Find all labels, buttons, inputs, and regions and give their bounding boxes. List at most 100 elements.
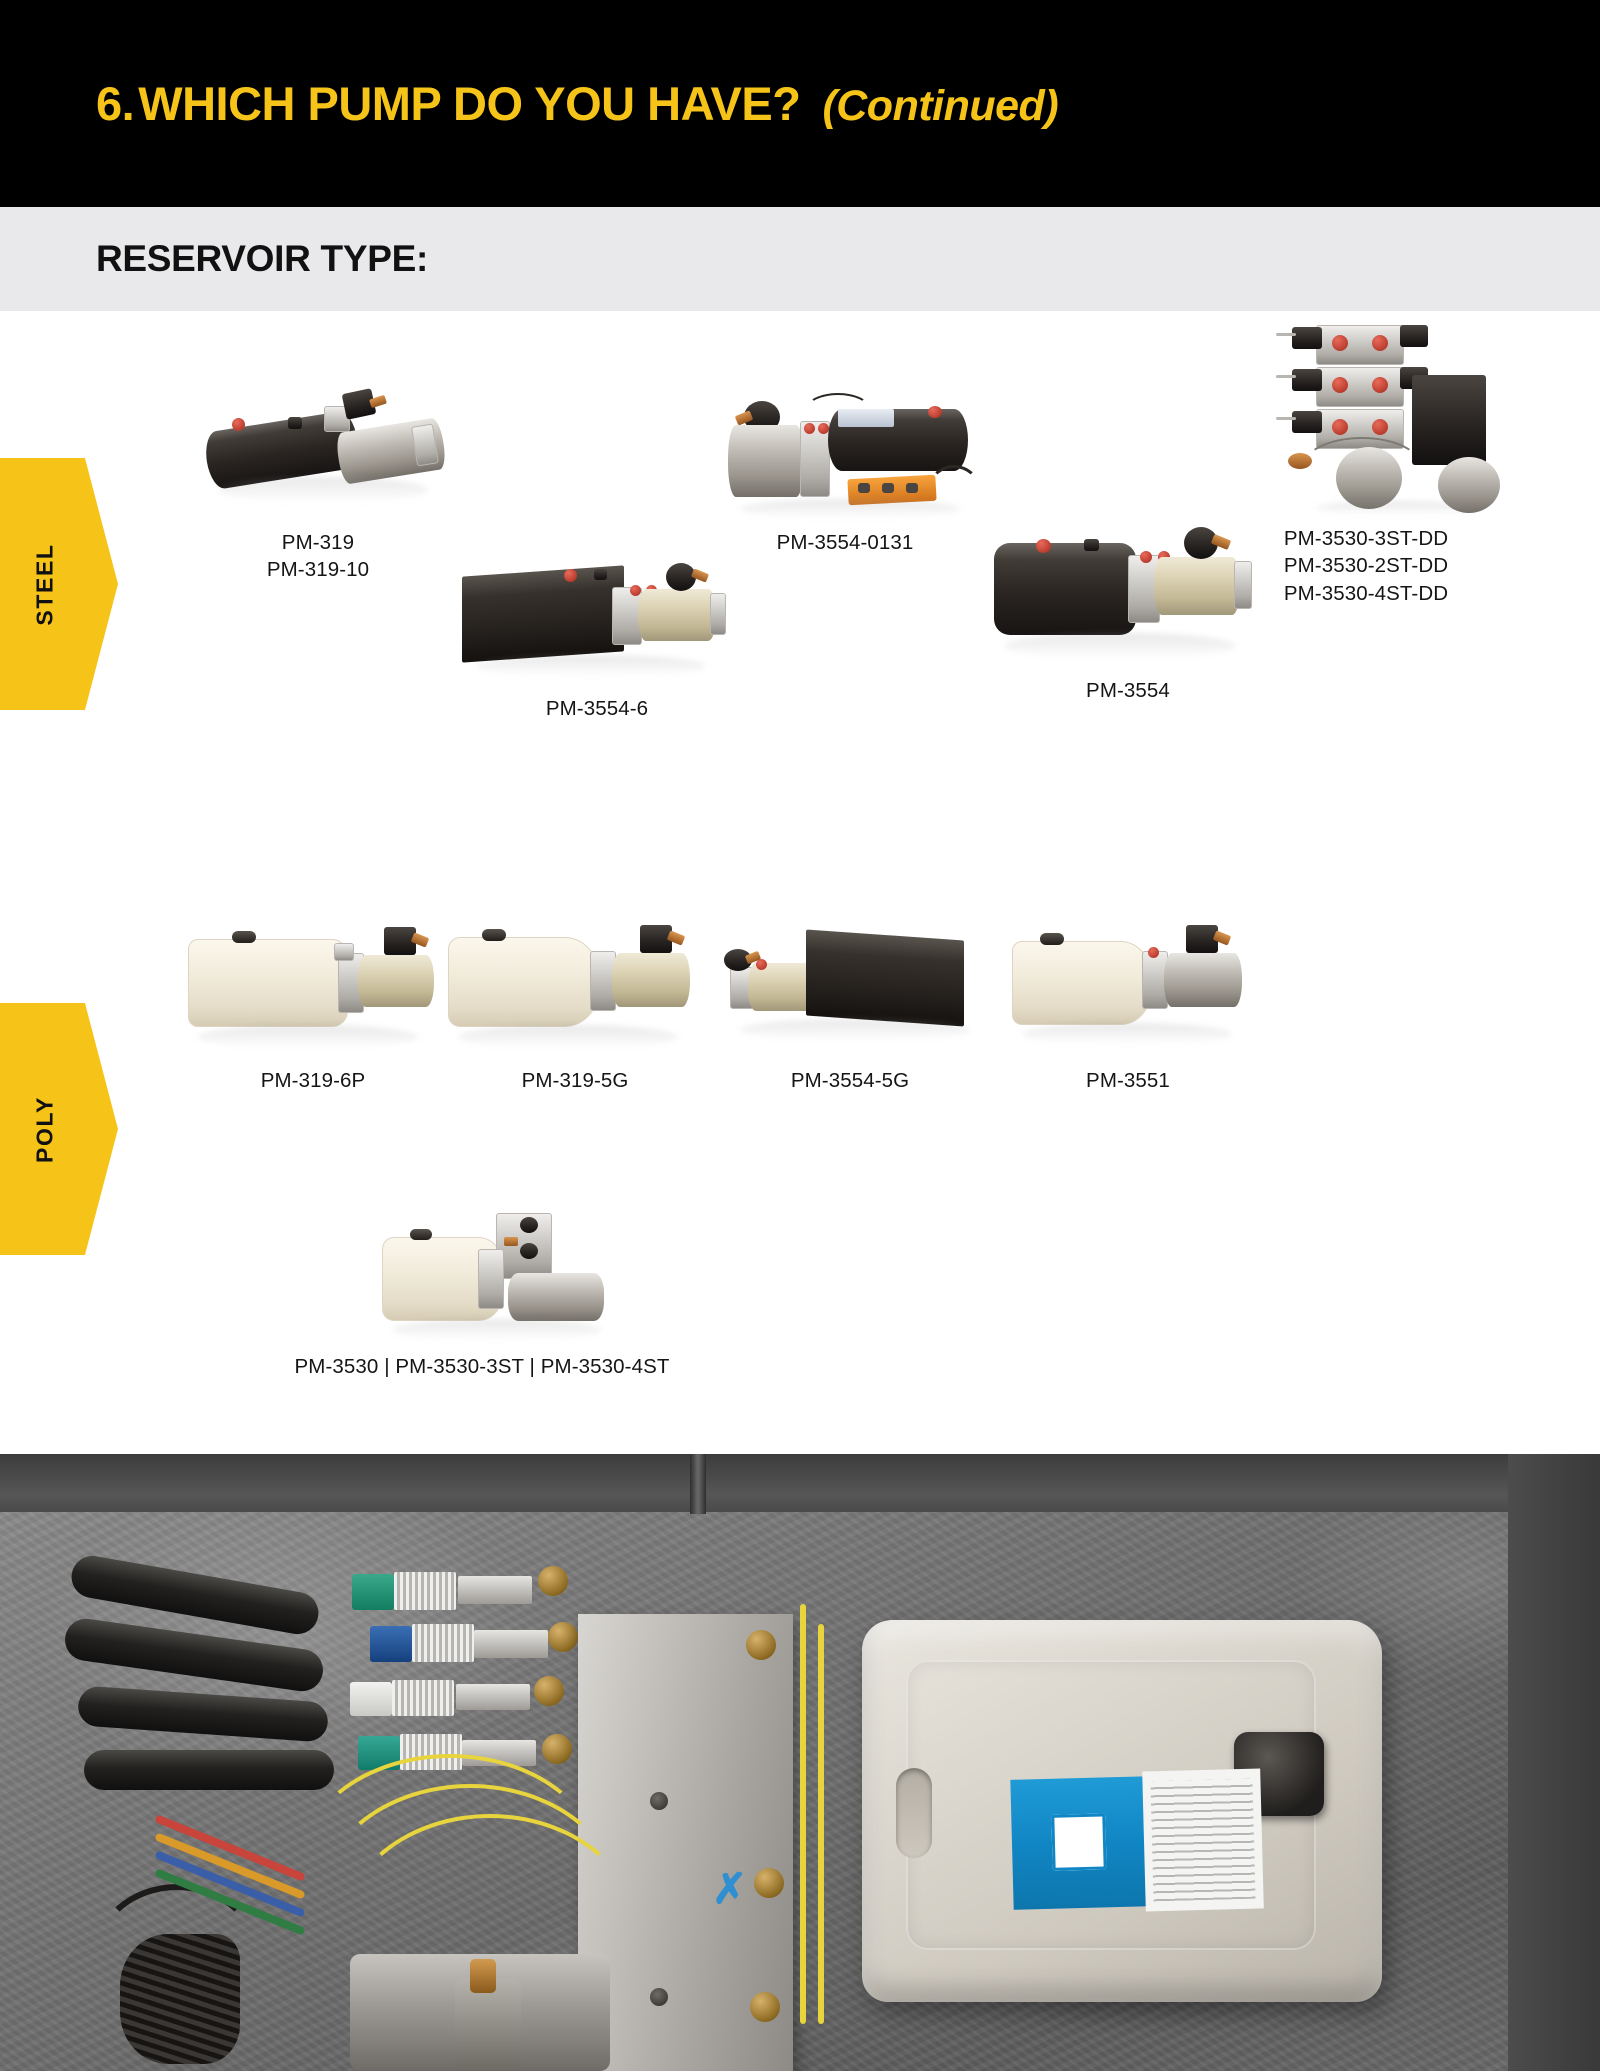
product-label-pm-3551: PM-3551 — [1086, 1069, 1170, 1092]
pump-motor — [508, 1273, 604, 1321]
stem-3 — [1276, 417, 1296, 420]
manifold-brass-port-top — [746, 1630, 776, 1660]
manifold-section-2 — [1316, 367, 1404, 407]
page-title-text: WHICH PUMP DO YOU HAVE? — [138, 77, 801, 130]
pump-housing — [455, 1979, 521, 2071]
red-cap-2 — [1140, 551, 1152, 563]
housing-block — [1412, 375, 1486, 465]
coil-right-1 — [1400, 325, 1428, 347]
reflection — [198, 1025, 418, 1049]
red-cap-2 — [630, 585, 641, 596]
remote-button-1 — [858, 483, 870, 493]
manifold-brass-port-mid — [754, 1868, 784, 1898]
port-cap-4 — [1372, 377, 1388, 393]
product-pm-3551: PM-3551 — [988, 901, 1268, 1094]
reservoir-poly — [188, 939, 348, 1027]
solenoid — [384, 927, 416, 955]
reflection — [1022, 1023, 1232, 1045]
product-pm-319: PM-319 PM-319-10 — [178, 373, 458, 584]
category-tab-steel: STEEL — [0, 458, 118, 710]
coil-left-1 — [1292, 327, 1322, 349]
product-label-pm-3554: PM-3554 — [1086, 679, 1170, 702]
page-title-continued: (Continued) — [822, 82, 1059, 130]
fill-cap — [1040, 933, 1064, 945]
reservoir-type-band: RESERVOIR TYPE: — [0, 207, 1600, 311]
manifold-bolt-hole-1 — [650, 1792, 668, 1810]
reservoir-poly — [1012, 941, 1150, 1025]
product-image-pm-3554-0131 — [700, 373, 990, 523]
end-cap — [710, 593, 726, 635]
pump-motor — [358, 955, 434, 1007]
poly-reservoir-handle-slot — [896, 1768, 932, 1858]
pump-motor — [728, 425, 804, 497]
product-pm-3554-0131: PM-3554-0131 — [700, 373, 990, 556]
end-cap — [1234, 561, 1252, 609]
product-image-pm-3551 — [988, 901, 1268, 1061]
hose-ferrule-2 — [412, 1624, 474, 1662]
fitting — [1084, 539, 1099, 551]
photo-enclosure-top-edge — [0, 1454, 1600, 1512]
product-pm-3554-5g: PM-3554-5G — [710, 901, 990, 1094]
port-cap-1 — [1332, 335, 1348, 351]
red-cap — [804, 423, 815, 434]
reflection — [740, 499, 960, 519]
red-cap — [756, 959, 767, 970]
stem-2 — [1276, 375, 1296, 378]
pump-motor — [748, 963, 814, 1011]
hose-collar-green — [352, 1574, 394, 1610]
red-cap — [564, 569, 577, 582]
coil-2 — [520, 1243, 538, 1259]
product-label-pm-3554-5g: PM-3554-5G — [790, 1069, 910, 1092]
product-pm-319-5g: PM-319-5G — [440, 901, 710, 1094]
product-label-pm-319: PM-319 PM-319-10 — [266, 531, 370, 582]
reflection — [1316, 501, 1476, 515]
product-label-pm-3554-0131: PM-3554-0131 — [776, 531, 914, 554]
hose-ferrule-3 — [392, 1680, 454, 1716]
reflection — [1004, 633, 1236, 659]
category-tab-steel-label: STEEL — [31, 542, 58, 626]
manifold-section-1 — [1316, 325, 1404, 365]
installation-photo: ✗ — [0, 1454, 1600, 2071]
product-label-pm-3554-6: PM-3554-6 — [545, 697, 649, 720]
reflection — [218, 477, 428, 503]
valve-block — [1142, 951, 1168, 1009]
blue-x-mark: ✗ — [712, 1865, 748, 1912]
brass-fitting-3 — [534, 1676, 564, 1706]
product-pm-319-6p: PM-319-6P — [178, 901, 448, 1094]
port-cap-6 — [1372, 419, 1388, 435]
pump-motor — [612, 953, 690, 1007]
solenoid — [1186, 925, 1218, 953]
reservoir-cylinder — [994, 543, 1136, 635]
category-tab-poly-label: POLY — [31, 1095, 58, 1163]
reflection — [392, 1319, 602, 1341]
products-content: STEEL POLY PM-319 PM-319- — [0, 311, 1600, 1454]
hose-fitting-2 — [474, 1630, 548, 1658]
valve-block — [612, 587, 642, 645]
coil-1 — [520, 1217, 538, 1233]
page-header: 6.WHICH PUMP DO YOU HAVE? (Continued) — [0, 0, 1600, 207]
product-pm-3530-dd: PM-3530-3ST-DD PM-3530-2ST-DD PM-3530-4S… — [1216, 311, 1516, 607]
fill-cap — [232, 931, 256, 943]
manifold-brass-port-bottom — [750, 1992, 780, 2022]
product-label-pm-3530-group: PM-3530 | PM-3530-3ST | PM-3530-4ST — [294, 1355, 670, 1378]
pump-motor — [1164, 953, 1242, 1007]
port-cap-5 — [1332, 419, 1348, 435]
reservoir-poly — [448, 937, 598, 1027]
yellow-control-wire-3 — [340, 1814, 640, 2054]
red-cap-2 — [818, 423, 829, 434]
pump-motor — [638, 589, 716, 641]
yellow-control-wire-2 — [320, 1784, 620, 2014]
hydraulic-line — [1302, 437, 1422, 497]
brass-fitting-4 — [542, 1734, 572, 1764]
page-title-number: 6. — [96, 77, 135, 130]
reservoir-type-title: RESERVOIR TYPE: — [96, 238, 429, 279]
photo-enclosure-right-wall — [1508, 1454, 1600, 2071]
product-image-pm-3530-dd — [1216, 311, 1516, 515]
fitting — [288, 417, 302, 429]
yellow-control-wire-4 — [800, 1604, 806, 2024]
red-cap — [1148, 947, 1159, 958]
solenoid — [724, 949, 752, 971]
hose-collar-blue — [370, 1626, 412, 1662]
copper-terminal-photo — [470, 1959, 496, 1993]
